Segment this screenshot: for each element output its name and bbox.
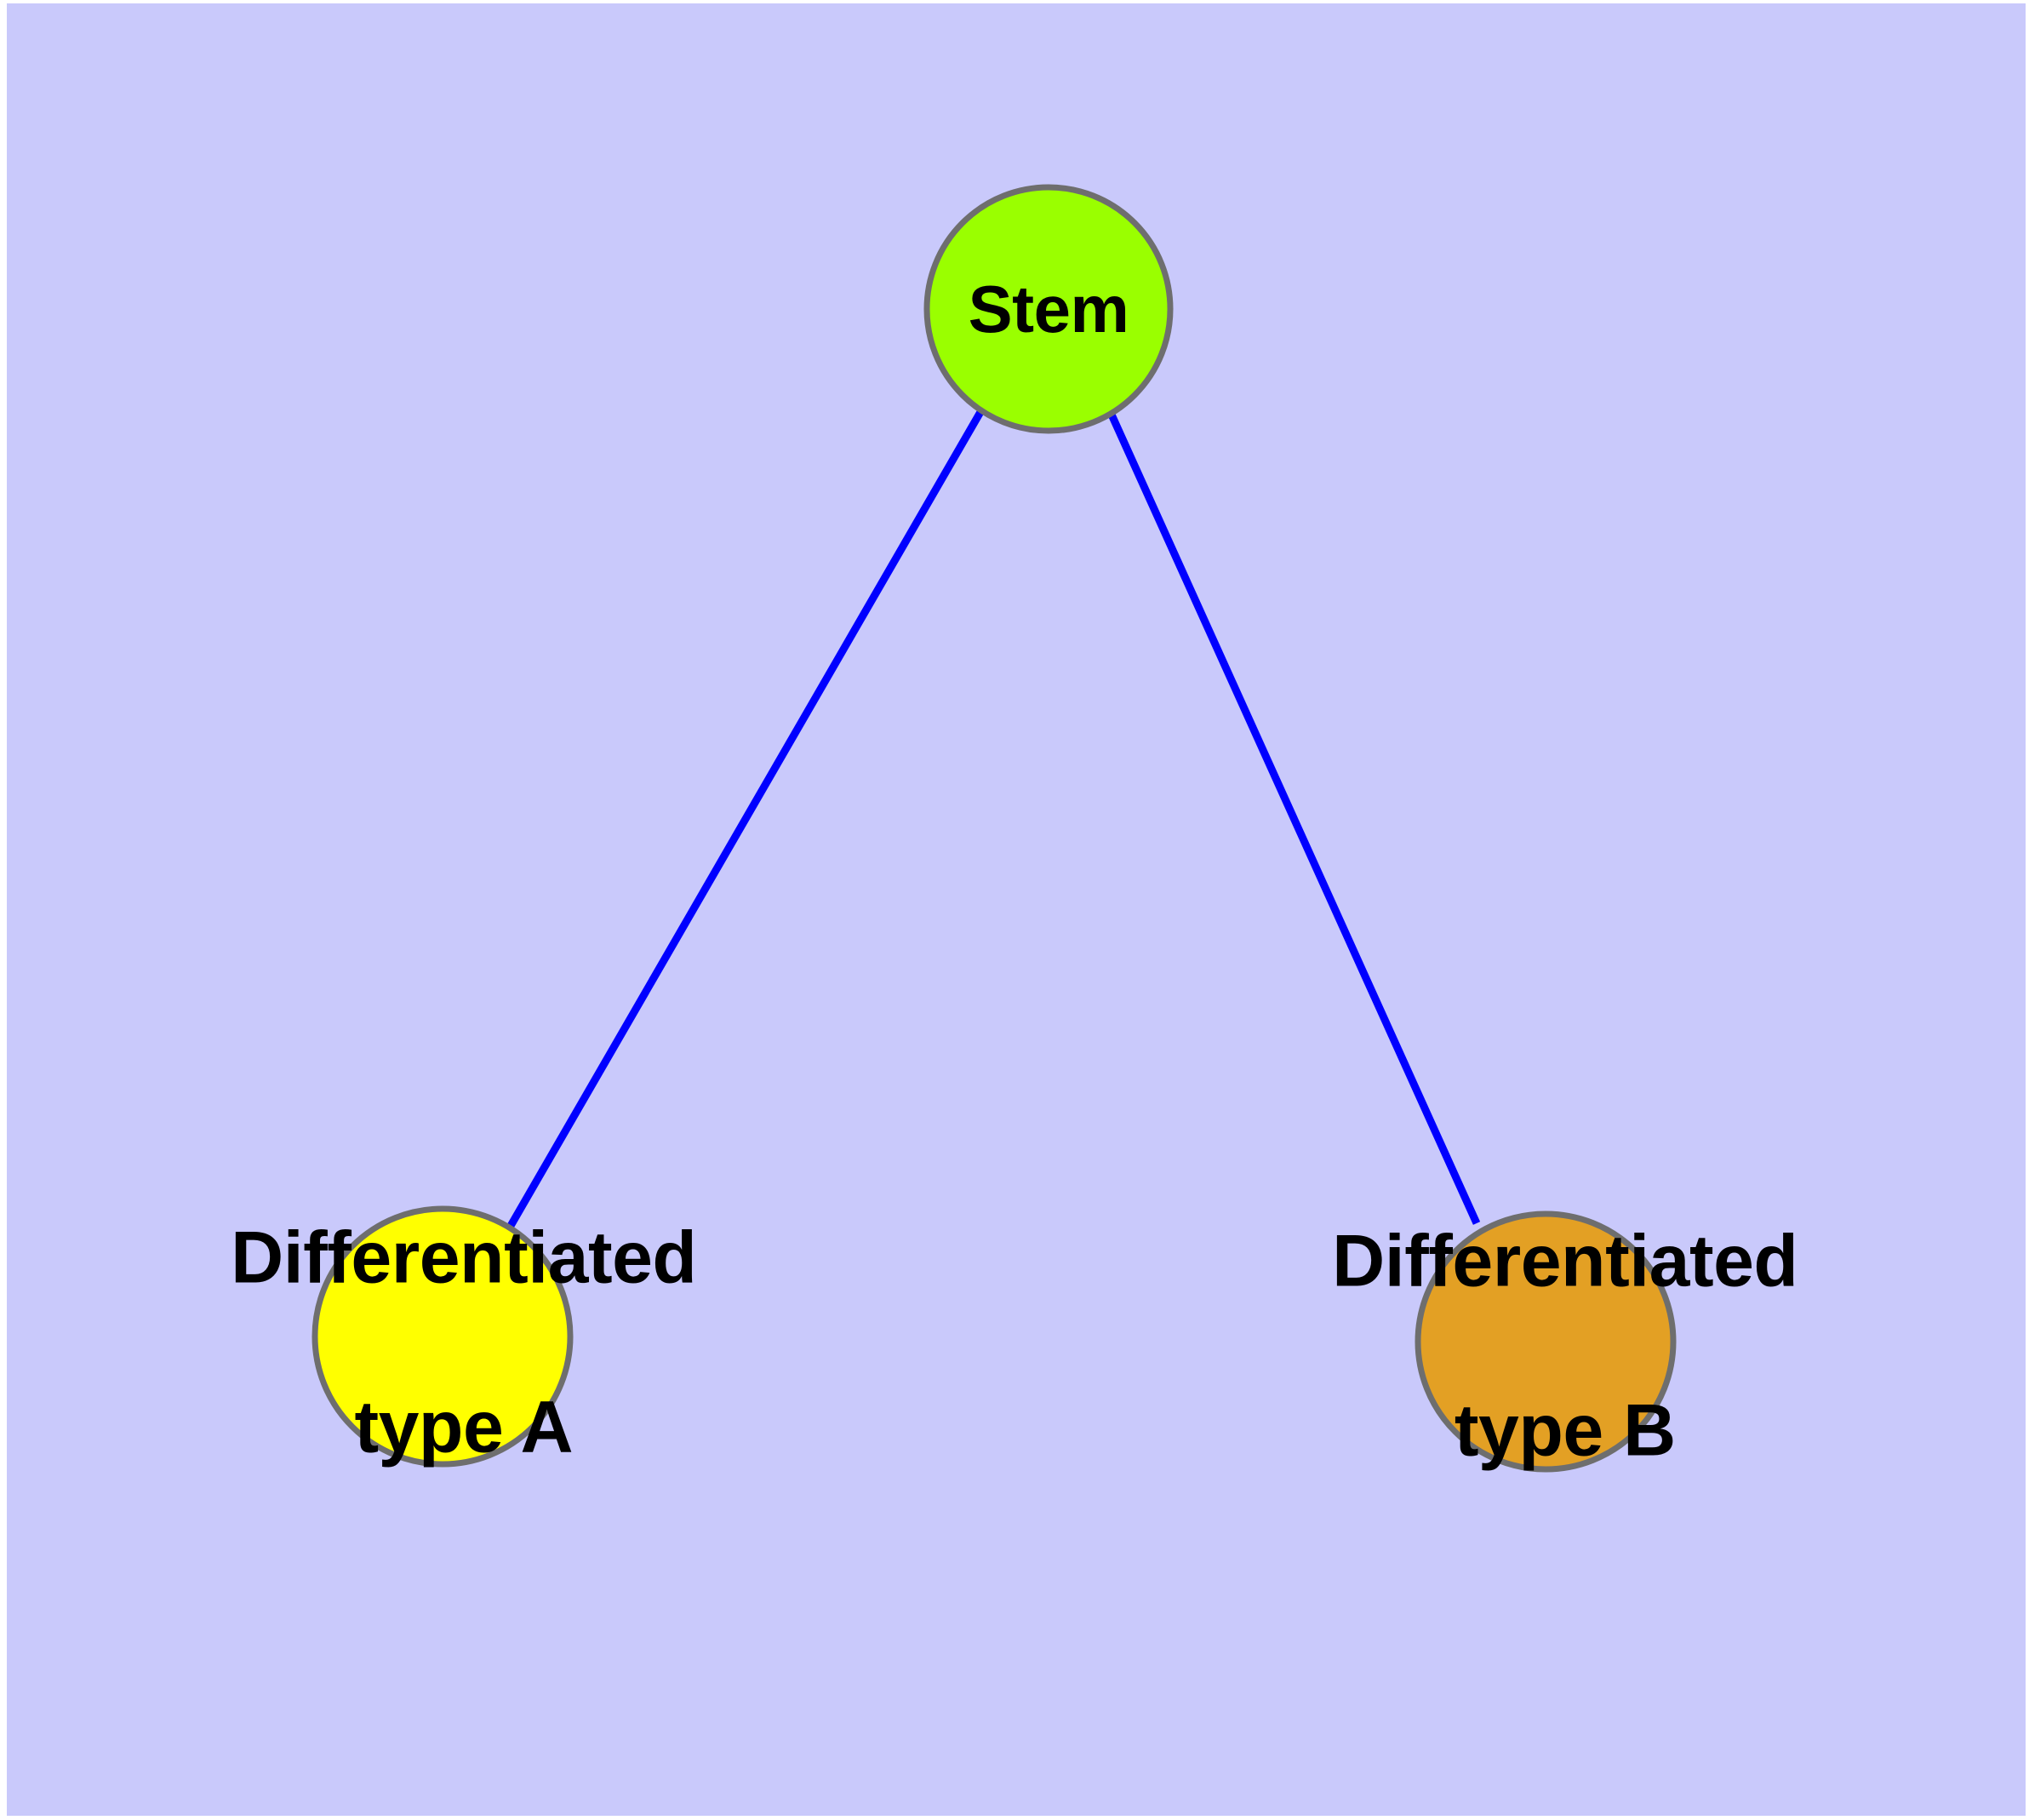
edge-stem-to-differentiated-type-a bbox=[507, 409, 984, 1228]
node-layer bbox=[311, 184, 1677, 1473]
node-differentiated-type-b[interactable] bbox=[1415, 1210, 1677, 1473]
edge-layer bbox=[507, 409, 1481, 1228]
edge-stem-to-differentiated-type-b bbox=[1107, 413, 1481, 1225]
node-differentiated-type-a[interactable] bbox=[311, 1205, 574, 1468]
node-stem[interactable] bbox=[923, 184, 1174, 434]
